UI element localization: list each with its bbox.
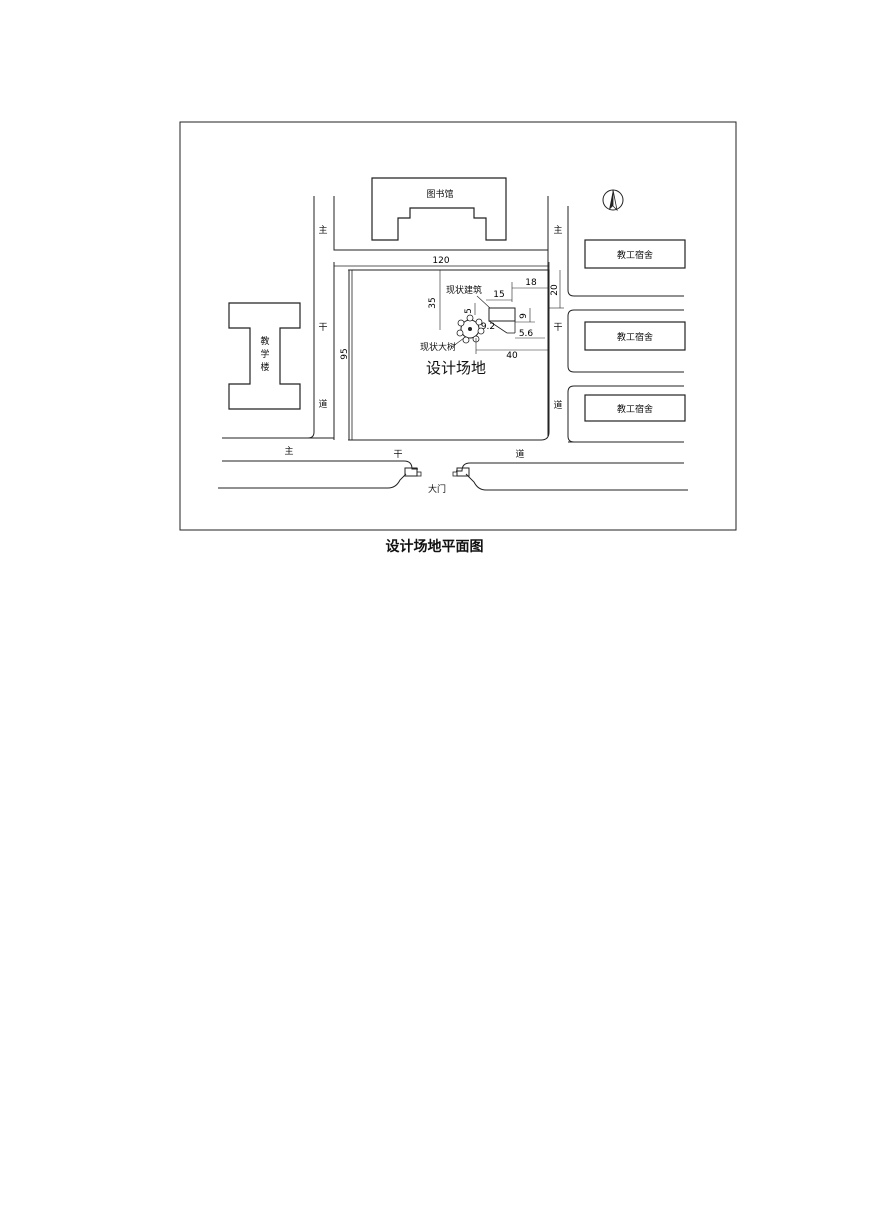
- map-frame: [179, 121, 737, 531]
- road-east-char-1: 主: [553, 224, 562, 236]
- existing-building: [488, 307, 516, 334]
- road-south-char-3: 道: [515, 448, 524, 460]
- dorm-building-1: [584, 239, 686, 269]
- road-west-char-3: 道: [318, 398, 327, 410]
- dim-bldg-east-label: 18: [525, 278, 537, 288]
- gate: [404, 467, 470, 477]
- dorm-1-label: 教工宿舍: [617, 249, 653, 261]
- dim-site-width-label: 120: [432, 256, 449, 266]
- library-building: [333, 177, 549, 251]
- figure-caption: 设计场地平面图: [385, 539, 484, 555]
- dim-bldg-width-label: 15: [493, 290, 504, 300]
- north-arrow-icon: [602, 189, 624, 212]
- road-south-char-2: 干: [393, 449, 402, 460]
- teaching-label-3: 楼: [260, 361, 269, 373]
- existing-tree-label: 现状大树: [420, 341, 456, 353]
- dim-bldg-north-label: 35: [428, 297, 438, 308]
- dim-tree-north-label: 5: [464, 308, 474, 314]
- east-block-1: [567, 206, 684, 297]
- dim-site-depth: [348, 269, 356, 441]
- teaching-building: [228, 302, 301, 410]
- gate-label: 大门: [428, 483, 446, 495]
- library-label: 图书馆: [426, 188, 453, 200]
- east-block-2: [567, 309, 684, 373]
- dorm-building-3: [584, 394, 686, 422]
- site-boundary: [348, 269, 550, 441]
- dorm-2-label: 教工宿舍: [617, 331, 653, 343]
- road-west-char-1: 主: [318, 224, 327, 236]
- dim-tree-gap-label: 9.2: [481, 322, 495, 332]
- existing-building-label: 现状建筑: [446, 284, 482, 296]
- dorm-3-label: 教工宿舍: [617, 403, 653, 415]
- dorm-building-2: [584, 321, 686, 351]
- dim-site-width: [333, 262, 550, 270]
- dim-small-label: 5.6: [519, 329, 534, 339]
- road-east-char-2: 干: [553, 322, 562, 333]
- road-south: [218, 437, 688, 491]
- road-west-char-2: 干: [318, 322, 327, 333]
- teaching-label-1: 教: [260, 335, 269, 347]
- dim-tree-east-label: 40: [506, 351, 518, 361]
- dim-20-label: 20: [550, 284, 560, 296]
- site-label: 设计场地: [426, 359, 486, 377]
- dim-bldg-depth-label: 9: [519, 313, 529, 319]
- road-south-char-1: 主: [284, 445, 293, 457]
- road-east-char-3: 道: [553, 399, 562, 411]
- dim-site-depth-label: 95: [340, 348, 350, 359]
- tree-icon: [456, 314, 485, 344]
- teaching-label-2: 学: [260, 348, 269, 360]
